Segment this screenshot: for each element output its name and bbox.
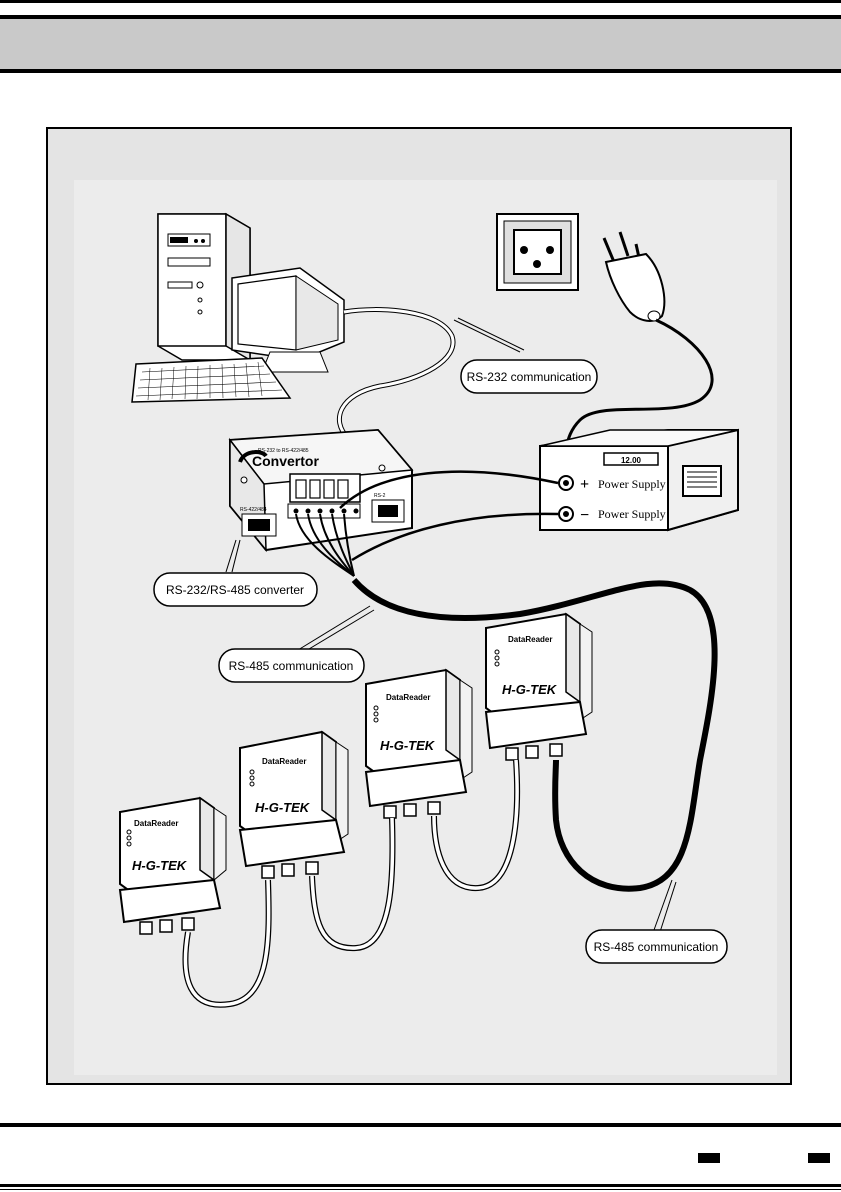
converter-port-right: RS-2 <box>374 493 386 499</box>
data-reader-2-brand: H-G-TEK <box>255 800 311 815</box>
rs232-label: RS-232 communication <box>467 370 592 384</box>
power-supply-minus-label: Power Supply <box>598 507 666 521</box>
data-reader-1-brand: H-G-TEK <box>132 858 188 873</box>
page-mark-right <box>808 1153 830 1163</box>
bottom-rule-thin <box>0 1189 841 1190</box>
converter-label: RS-232/RS-485 converter <box>166 583 304 597</box>
plus-sign: + <box>580 476 589 493</box>
data-reader-2-title: DataReader <box>262 757 306 766</box>
data-reader-3-brand: H-G-TEK <box>380 738 436 753</box>
converter-brand: Convertor <box>252 453 319 469</box>
data-reader-1-title: DataReader <box>134 819 178 828</box>
page-mark-left <box>698 1153 720 1163</box>
rs485-lower-label: RS-485 communication <box>594 940 719 954</box>
data-reader-4-title: DataReader <box>508 635 552 644</box>
data-reader-3-title: DataReader <box>386 693 430 702</box>
wall-outlet-icon <box>497 214 578 290</box>
bottom-rule <box>0 1184 841 1187</box>
rs485-upper-label: RS-485 communication <box>229 659 354 673</box>
power-supply-display: 12.00 <box>621 456 642 465</box>
power-supply-plus-label: Power Supply <box>598 477 666 491</box>
converter-port-left: RS-422/484 <box>240 507 267 513</box>
computer-icon <box>132 214 344 402</box>
data-reader-4-brand: H-G-TEK <box>502 682 558 697</box>
power-plug-icon <box>604 232 664 321</box>
minus-sign: − <box>580 507 589 524</box>
footer-rule <box>0 1123 841 1127</box>
